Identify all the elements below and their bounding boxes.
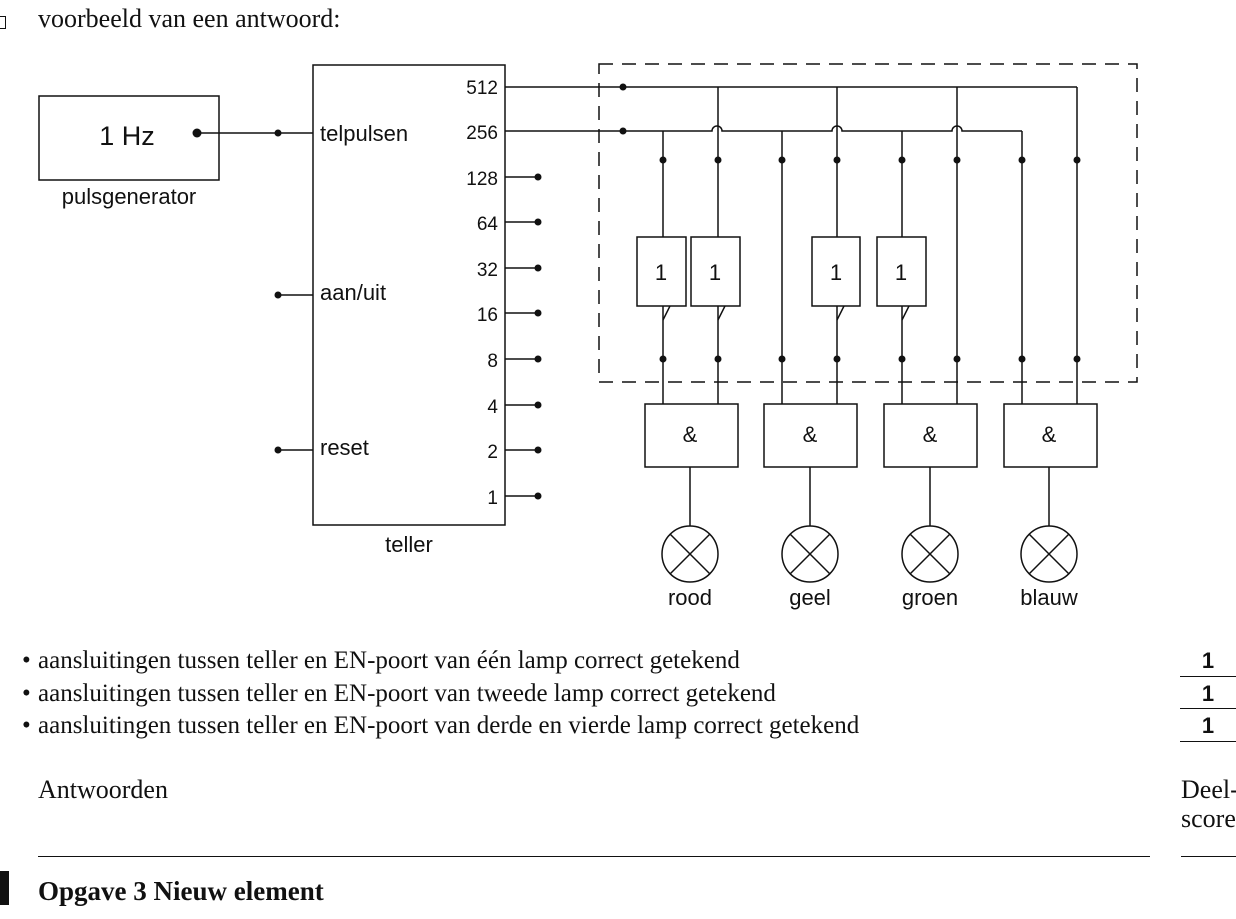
output-256: 256 [466,123,498,144]
output-128: 128 [466,169,498,190]
and-gate-geel-label: & [803,422,818,447]
intro-text: voorbeeld van een antwoord: [38,4,341,33]
output-16: 16 [477,305,498,326]
output-4: 4 [487,397,498,418]
lamp-blauw-label: blauw [1020,585,1078,610]
divider-score [1181,856,1236,857]
bullet-icon: • [22,647,31,674]
lamp-geel-icon [781,525,839,583]
not-gate-3-label: 1 [830,260,842,285]
junction-dots [192,83,1081,500]
lamp-blauw-icon [1020,525,1078,583]
answers-heading: Antwoorden [38,775,168,804]
input-aan-uit: aan/uit [320,280,386,305]
and-gate-rood [644,403,739,468]
not-gate-2 [690,236,741,307]
next-section-title: Opgave 3 Nieuw element [38,876,324,906]
lamp-groen-icon [901,525,959,583]
not-gate-2-label: 1 [709,260,721,285]
logic-circuit-diagram: 1 Hz pulsgenerator teller telpulsen aan/… [38,63,1138,610]
and-gate-groen-label: & [923,422,938,447]
output-512: 512 [466,78,498,99]
lamp-groen-label: groen [902,585,958,610]
and-gate-rood-label: & [683,422,698,447]
score-2: 1 [1180,678,1236,709]
pulse-generator-box [38,95,220,181]
output-64: 64 [477,214,499,235]
not-gate-1-label: 1 [655,260,667,285]
score-heading: Deel- scores [1181,775,1236,833]
generator-name: pulsgenerator [62,184,197,209]
score-column: 1 1 1 [1180,645,1236,743]
and-gate-blauw-label: & [1042,422,1057,447]
not-gate-4-label: 1 [895,260,907,285]
criterion-2: •aansluitingen tussen teller en EN-poort… [22,678,859,711]
score-1: 1 [1180,645,1236,677]
lamp-geel-label: geel [789,585,831,610]
not-gate-1 [636,236,687,307]
lamp-rood-icon [661,525,719,583]
output-8: 8 [487,351,498,372]
divider-main [38,856,1150,857]
lamp-rood-label: rood [668,585,712,610]
input-telpulsen: telpulsen [320,121,408,146]
counter-name: teller [385,532,433,557]
section-marker [0,871,9,905]
and-gate-blauw [1003,403,1098,468]
bullet-icon: • [22,712,31,739]
generator-label: 1 Hz [99,121,155,151]
input-reset: reset [320,435,369,460]
not-gate-3 [811,236,861,307]
criterion-3: •aansluitingen tussen teller en EN-poort… [22,710,859,743]
criterion-1: •aansluitingen tussen teller en EN-poort… [22,645,859,678]
not-gate-4 [876,236,927,307]
bullet-icon: • [22,679,31,707]
output-2: 2 [487,442,498,463]
score-3: 1 [1180,710,1236,742]
output-1: 1 [487,488,498,509]
scoring-criteria: •aansluitingen tussen teller en EN-poort… [22,645,859,743]
output-32: 32 [477,260,498,281]
answer-region [598,63,1138,383]
checkbox-icon [0,16,6,29]
